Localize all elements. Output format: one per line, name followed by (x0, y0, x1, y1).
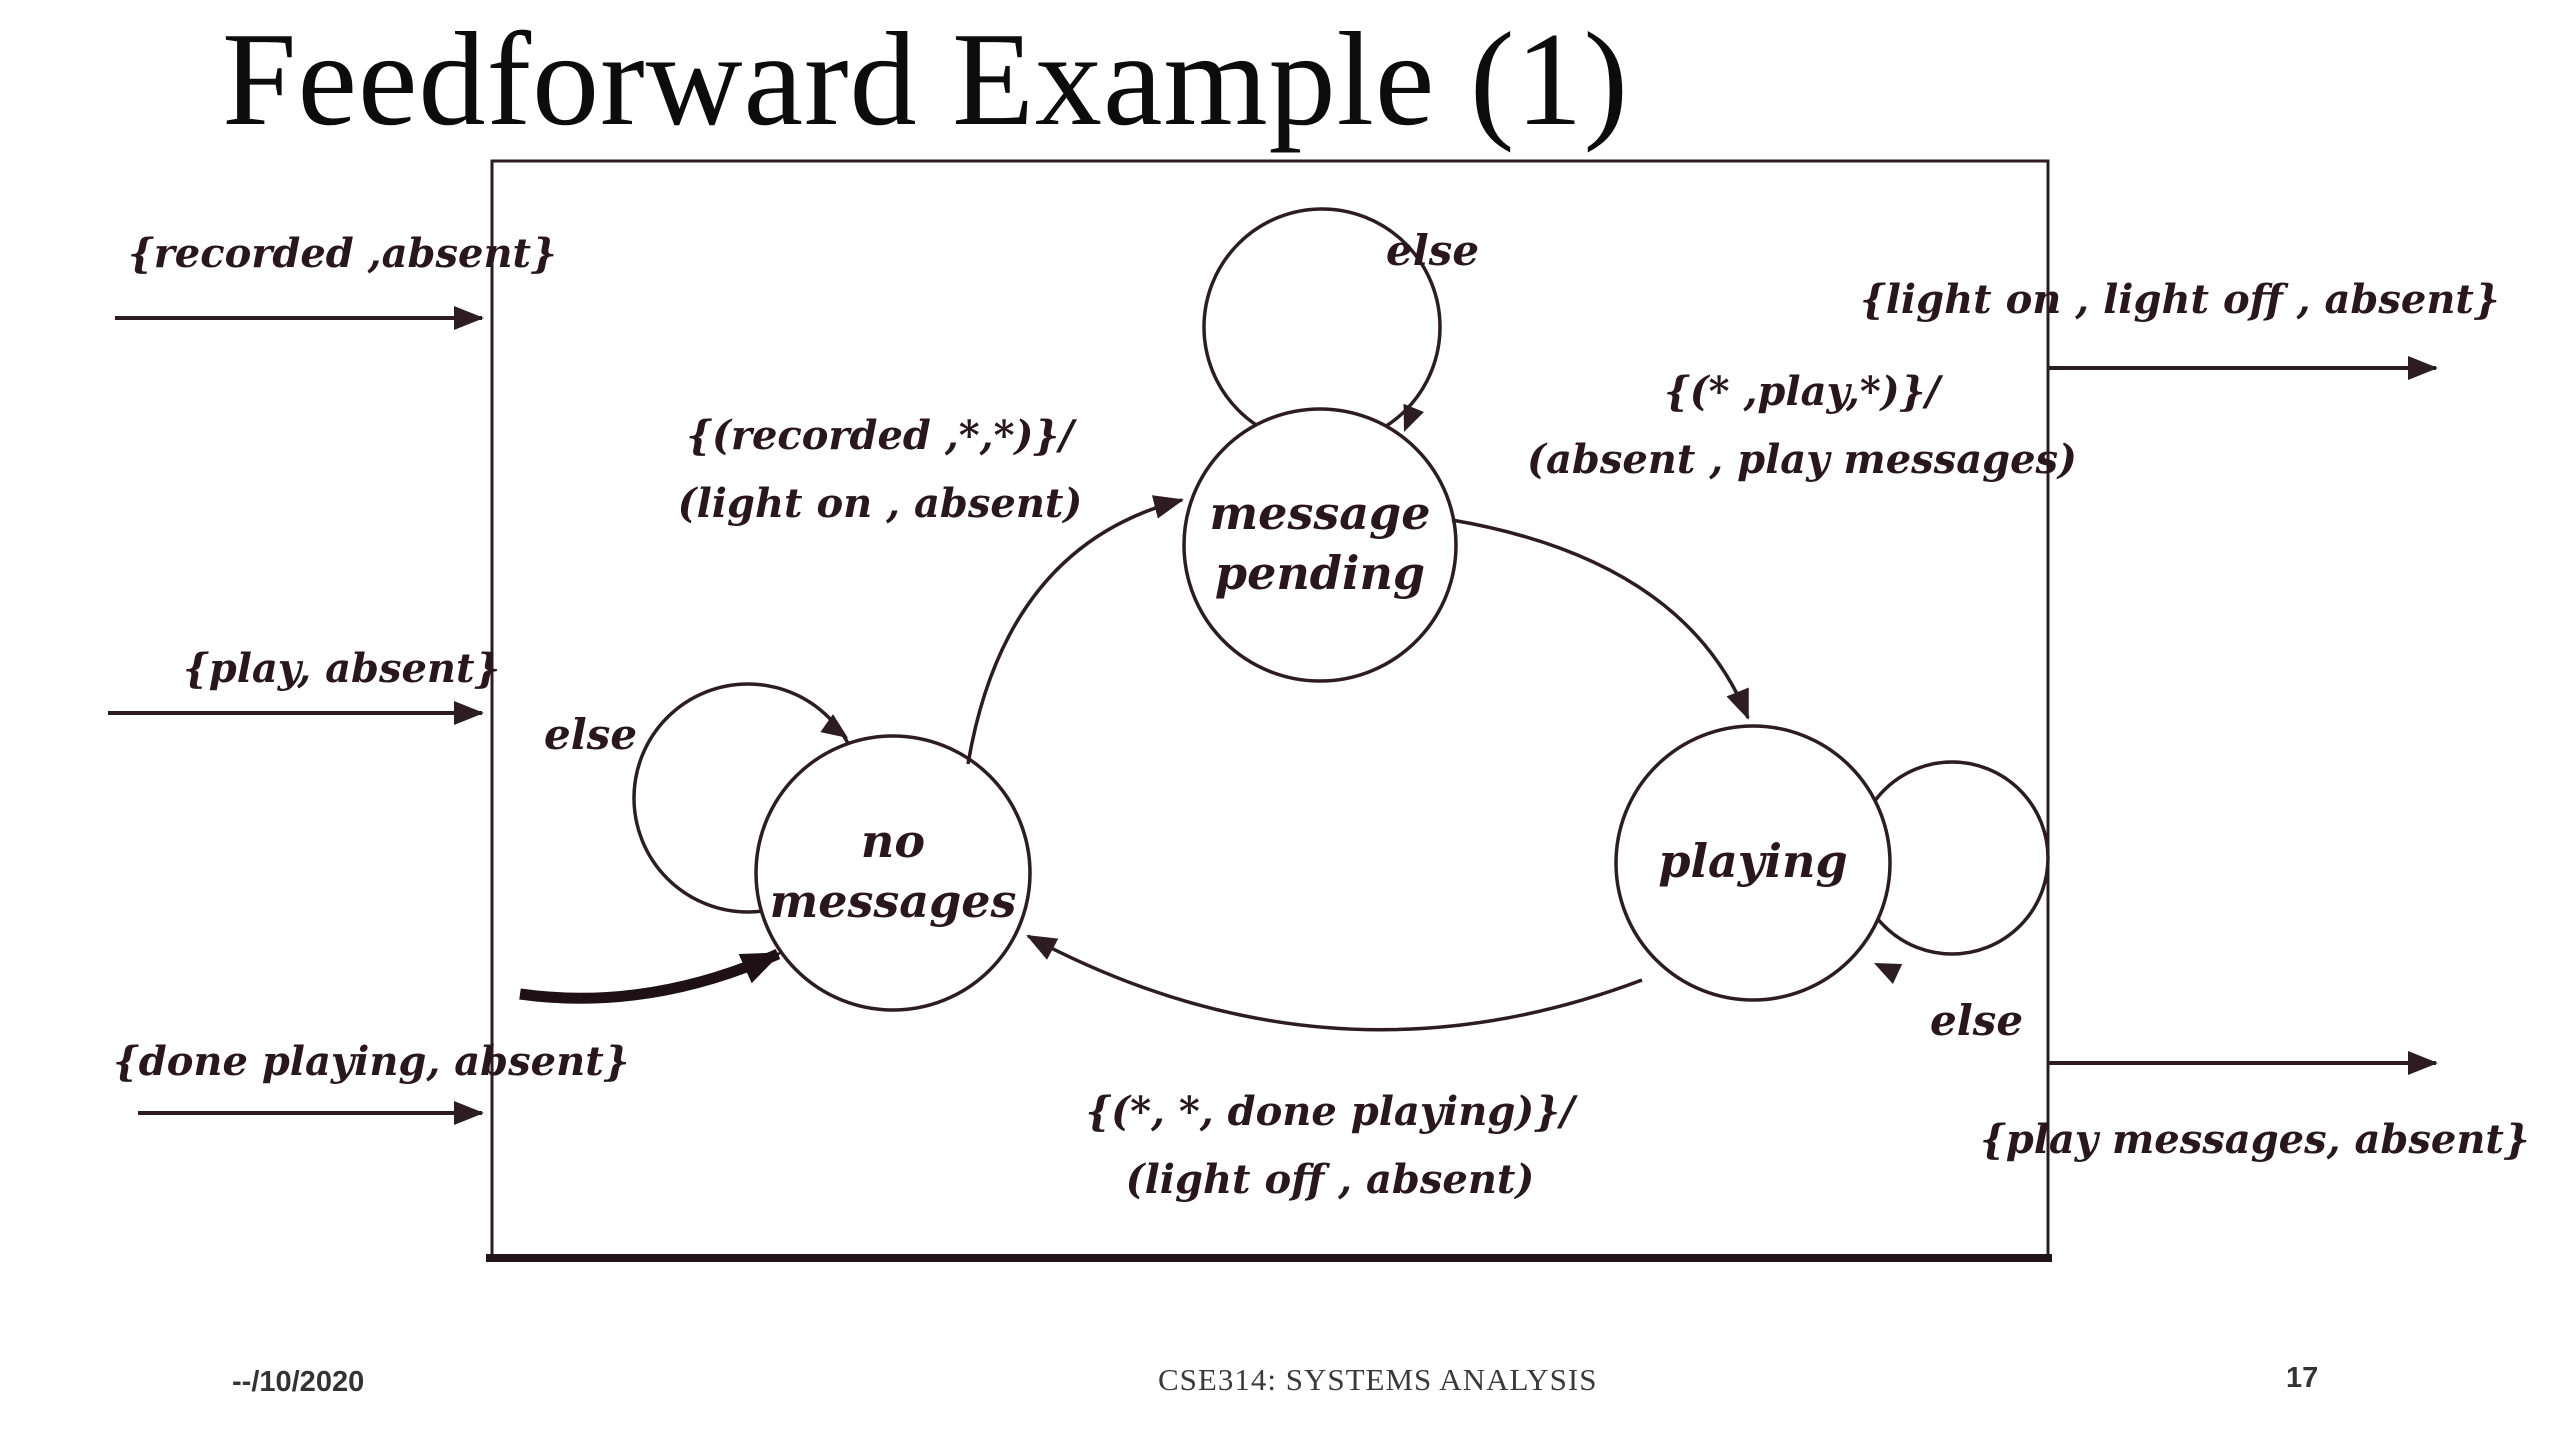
transition-output: (light on , absent) (677, 480, 1083, 527)
state-label-no-messages: no messages (769, 814, 1017, 928)
state-label-playing: playing (1658, 834, 1848, 889)
transition-label-play: {(* ,play,*)}/ (absent , play messages) (1527, 358, 2077, 494)
transition-output: (light off , absent) (1125, 1156, 1535, 1203)
self-loop-label-playing: else (1930, 996, 2024, 1045)
transition-arrow-no-messages-to-message-pending (966, 495, 1184, 765)
input-label-recorded: {recorded ,absent} (128, 230, 557, 277)
self-loop-label-message-pending: else (1386, 226, 1480, 275)
transition-output: (absent , play messages) (1527, 436, 2077, 483)
footer-page-number: 17 (2286, 1362, 2319, 1394)
state-circle-message-pending (1182, 407, 1458, 683)
transition-guard: {(recorded ,*,*)}/ (686, 412, 1074, 459)
transition-guard: {(*, *, done playing)}/ (1085, 1088, 1575, 1135)
output-label-light: {light on , light off , absent} (1860, 276, 2500, 323)
transition-label-recorded: {(recorded ,*,*)}/ (light on , absent) (678, 402, 1083, 538)
initial-state-arrow (519, 948, 782, 1004)
state-label-message-pending: message pending (1209, 486, 1431, 600)
transition-arrow-message-pending-to-playing (1451, 518, 1750, 720)
state-circle-no-messages (754, 734, 1032, 1012)
input-label-play: {play, absent} (183, 645, 501, 692)
transition-label-done-playing: {(*, *, done playing)}/ (light off , abs… (1085, 1078, 1574, 1214)
state-circle-playing (1614, 724, 1892, 1002)
footer-date: --/10/2020 (232, 1366, 365, 1398)
self-loop-arrowhead-no-messages (820, 714, 848, 738)
output-label-play-messages: {play messages, absent} (1980, 1116, 2530, 1163)
page-title: Feedforward Example (1) (222, 5, 1630, 153)
input-label-done-playing: {done playing, absent} (113, 1038, 630, 1085)
self-loop-label-no-messages: else (544, 710, 638, 759)
footer-course-title: CSE314: SYSTEMS ANALYSIS (1158, 1362, 1598, 1397)
self-loop-arrowhead-playing (1874, 963, 1903, 984)
self-loop-arrowhead-message-pending (1403, 403, 1424, 432)
transition-guard: {(* ,play,*)}/ (1663, 368, 1940, 415)
transition-arrow-playing-to-no-messages (1026, 934, 1643, 1032)
